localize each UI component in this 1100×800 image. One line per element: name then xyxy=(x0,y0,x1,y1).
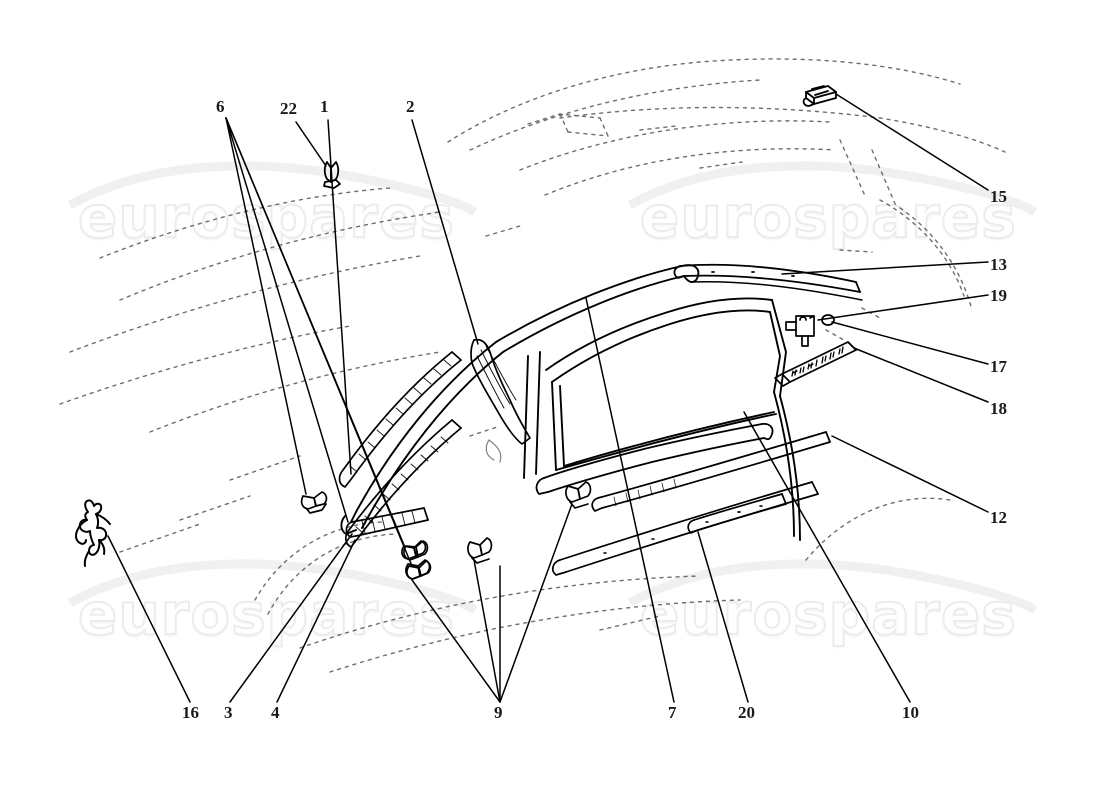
part-3-hatching xyxy=(355,436,449,534)
part-15-roof-clip xyxy=(802,85,837,107)
part-9-clip-on-waist xyxy=(565,481,592,509)
callout-label-17: 17 xyxy=(990,357,1007,376)
part-6-clip-b xyxy=(401,540,427,560)
callout-label-2: 2 xyxy=(406,97,415,116)
door-interior-hint xyxy=(485,439,502,463)
callout-label-4: 4 xyxy=(271,703,280,722)
callout-label-1: 1 xyxy=(320,97,329,116)
part-1-hatching xyxy=(349,359,452,473)
car-body-outline xyxy=(59,58,1006,673)
greenhouse-outline xyxy=(340,264,801,541)
part-13-lower-edge xyxy=(689,280,863,301)
part-2-quarter-light-moulding xyxy=(470,338,531,445)
part-6-clip-a xyxy=(300,491,328,514)
part-17-badge-stud xyxy=(821,314,835,326)
callout-label-19: 19 xyxy=(990,286,1007,305)
part-9-clip-1 xyxy=(467,537,493,564)
callout-label-6: 6 xyxy=(216,97,225,116)
callout-label-9: 9 xyxy=(494,703,503,722)
part-22-retaining-pin xyxy=(323,161,341,189)
part-1-upper-window-moulding xyxy=(338,351,462,488)
callout-label-15: 15 xyxy=(990,187,1007,206)
callout-label-12: 12 xyxy=(990,508,1007,527)
part-20-sill-end-cap xyxy=(687,493,787,534)
part-16-prancing-horse-emblem xyxy=(75,499,111,567)
part-19-badge-bracket xyxy=(785,315,815,347)
callout-label-10: 10 xyxy=(902,703,919,722)
part-13-rear-quarter-blade xyxy=(673,263,861,293)
callout-label-18: 18 xyxy=(990,399,1007,418)
callout-label-13: 13 xyxy=(990,255,1007,274)
part-7-door-waist-moulding xyxy=(535,422,774,495)
part-2-ribs xyxy=(476,345,517,409)
leader-lines xyxy=(107,93,989,703)
part-4-door-frame-trim xyxy=(345,507,429,538)
callout-label-7: 7 xyxy=(668,703,677,722)
part-12-hatching xyxy=(613,478,677,507)
callout-label-16: 16 xyxy=(182,703,199,722)
part-18-badge-lettering xyxy=(791,346,844,377)
part-3-front-lower-moulding xyxy=(345,419,462,548)
callout-label-3: 3 xyxy=(224,703,233,722)
callout-label-22: 22 xyxy=(280,99,297,118)
part-10-rivet-dots xyxy=(603,505,763,554)
part-9-clip-2 xyxy=(405,559,431,580)
callout-label-20: 20 xyxy=(738,703,755,722)
part-18-nameplate-badge xyxy=(774,341,857,387)
